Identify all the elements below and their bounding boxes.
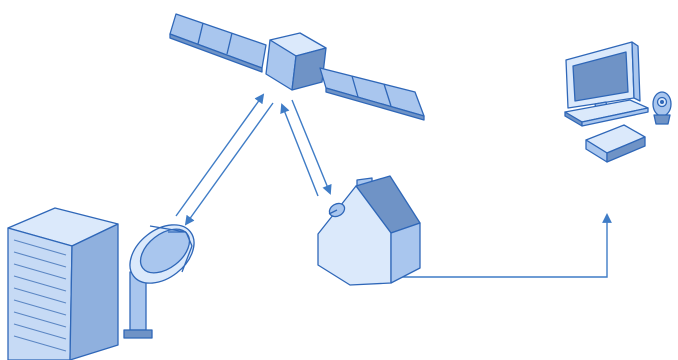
webcam-icon — [652, 91, 672, 125]
arrow-sat-to-house — [291, 99, 332, 195]
arrow-downlink — [184, 102, 274, 226]
satellite-icon — [169, 13, 425, 121]
connection-arrows — [175, 93, 612, 278]
arrow-house-to-computer — [390, 213, 612, 278]
arrow-house-to-sat — [280, 103, 319, 197]
house-icon — [317, 175, 421, 286]
modem-icon — [585, 124, 646, 163]
server-rack-icon — [7, 207, 119, 360]
desktop-computer-icon — [564, 41, 649, 127]
arrow-uplink — [175, 93, 265, 217]
satellite-dish-icon — [123, 224, 195, 339]
